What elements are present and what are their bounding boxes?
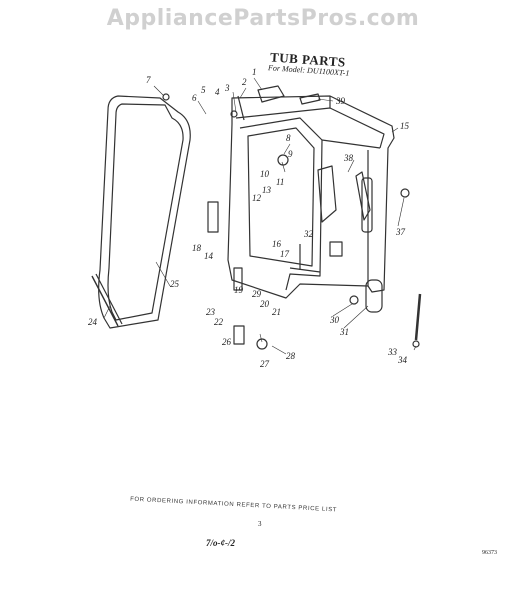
callout-25: 25: [170, 279, 179, 289]
callout-33: 33: [388, 347, 397, 357]
callout-9: 9: [288, 149, 293, 159]
callout-19: 19: [234, 285, 243, 295]
callout-32: 32: [304, 229, 313, 239]
watermark: AppliancePartsPros.com: [106, 6, 420, 31]
door-gasket-drawing: [98, 95, 191, 329]
callout-12: 12: [252, 193, 261, 203]
callout-31: 31: [340, 327, 349, 337]
callout-4: 4: [215, 87, 220, 97]
callout-15: 15: [400, 121, 409, 131]
callout-21: 21: [272, 307, 281, 317]
callout-34: 34: [398, 355, 407, 365]
callout-3: 3: [225, 83, 230, 93]
document-code: 96373: [482, 550, 497, 556]
page-number: 3: [258, 520, 262, 528]
callout-6: 6: [192, 93, 197, 103]
callout-11: 11: [276, 177, 285, 187]
callout-18: 18: [192, 243, 201, 253]
callout-1: 1: [252, 67, 257, 77]
leader-lines: [103, 77, 417, 355]
callout-7: 7: [146, 75, 151, 85]
callout-16: 16: [272, 239, 281, 249]
callout-27: 27: [260, 359, 269, 369]
tub-body-drawing: [227, 95, 395, 299]
callout-5: 5: [201, 85, 206, 95]
callout-17: 17: [280, 249, 289, 259]
callout-20: 20: [260, 299, 269, 309]
callout-28: 28: [286, 351, 295, 361]
callout-37: 37: [396, 227, 405, 237]
callout-8: 8: [286, 133, 291, 143]
callout-23: 23: [206, 307, 215, 317]
callout-30: 30: [330, 315, 339, 325]
callout-22: 22: [214, 317, 223, 327]
callout-24: 24: [88, 317, 97, 327]
callout-2: 2: [242, 77, 247, 87]
handwritten-note: 7/o-¢-/2: [206, 538, 235, 548]
callout-39: 39: [336, 96, 345, 106]
callout-38: 38: [344, 153, 353, 163]
callout-29: 29: [252, 289, 261, 299]
callout-13: 13: [262, 185, 271, 195]
callout-26: 26: [222, 337, 231, 347]
callout-14: 14: [204, 251, 213, 261]
callout-10: 10: [260, 169, 269, 179]
